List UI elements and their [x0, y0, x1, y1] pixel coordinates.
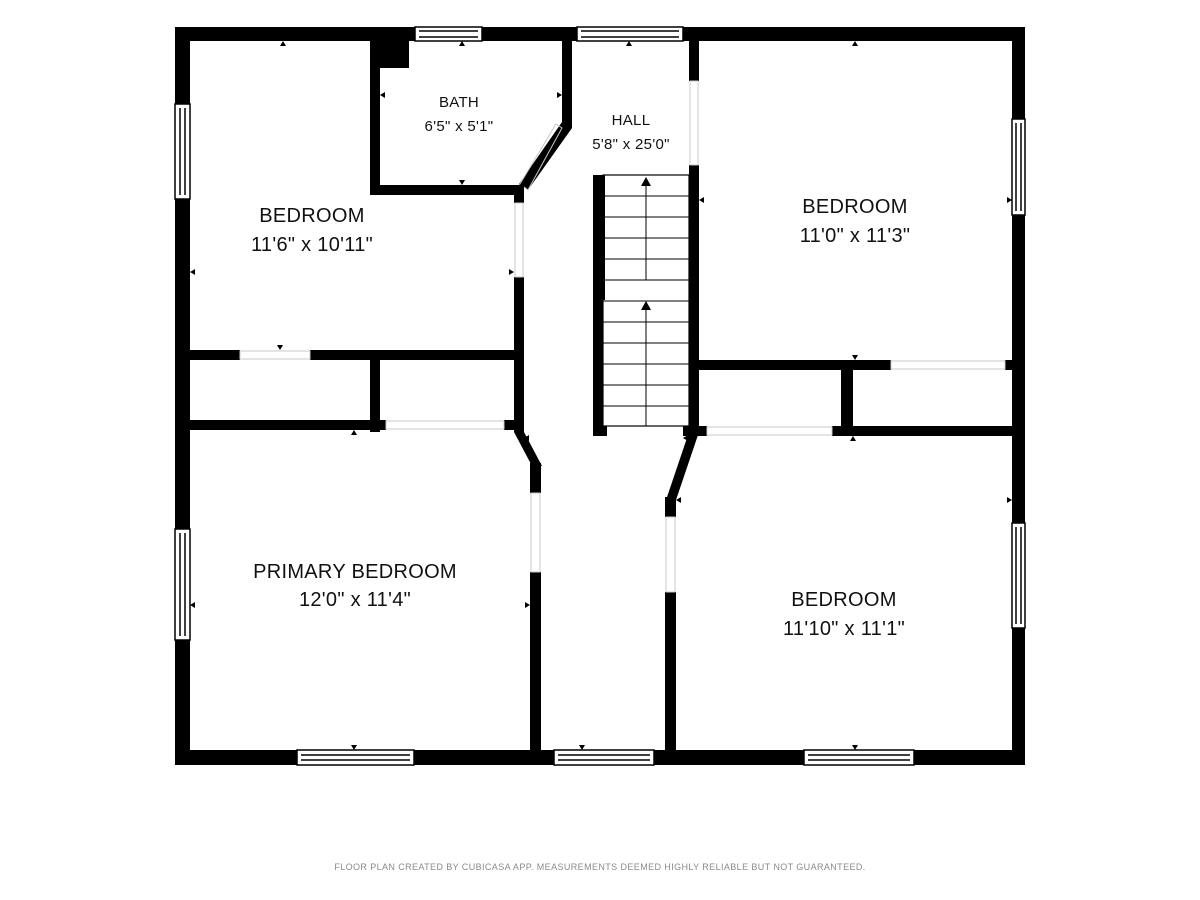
room-name: BEDROOM: [791, 589, 896, 611]
room-label-bath: BATH 6'5" x 5'1": [425, 94, 494, 135]
stair-arrow-icon: [641, 301, 651, 310]
room-dimensions: 11'10" x 11'1": [783, 618, 905, 640]
window-right-bedroom-ne: [1011, 118, 1026, 216]
room-dimensions: 12'0" x 11'4": [299, 589, 411, 611]
interior-walls: [190, 41, 1012, 757]
window-left-bedroom-nw: [174, 103, 191, 200]
room-name: HALL: [612, 112, 651, 129]
room-label-bedroom-se: BEDROOM 11'10" x 11'1": [783, 589, 905, 640]
room-name: BATH: [439, 94, 479, 111]
stair-arrow-icon: [641, 177, 651, 186]
room-label-bedroom-nw: BEDROOM 11'6" x 10'11": [251, 205, 373, 256]
window-left-primary: [174, 528, 191, 641]
room-dimensions: 6'5" x 5'1": [425, 118, 494, 135]
room-name: PRIMARY BEDROOM: [253, 561, 457, 583]
window-top-hall: [576, 26, 684, 42]
room-dimensions: 11'6" x 10'11": [251, 234, 373, 256]
window-bottom-primary: [296, 749, 415, 766]
room-label-hall: HALL 5'8" x 25'0": [592, 112, 670, 153]
door-openings: [239, 80, 1006, 593]
window-bottom-hall: [553, 749, 655, 766]
windows: [174, 26, 1026, 766]
disclaimer-footer: FLOOR PLAN CREATED BY CUBICASA APP. MEAS…: [334, 862, 866, 872]
window-right-bedroom-se: [1011, 522, 1026, 629]
room-name: BEDROOM: [802, 196, 907, 218]
room-dimensions: 11'0" x 11'3": [800, 225, 911, 247]
room-name: BEDROOM: [259, 205, 364, 227]
staircase: [601, 174, 690, 427]
outer-walls: [175, 27, 1025, 765]
room-dimensions: 5'8" x 25'0": [592, 136, 670, 153]
room-label-bedroom-ne: BEDROOM 11'0" x 11'3": [800, 196, 911, 247]
window-top-bath: [414, 26, 483, 42]
bath-fixture: [379, 41, 409, 68]
window-bottom-bedroom-se: [803, 749, 915, 766]
wall-markers: [190, 41, 1012, 750]
room-label-primary-bedroom: PRIMARY BEDROOM 12'0" x 11'4": [253, 561, 457, 611]
